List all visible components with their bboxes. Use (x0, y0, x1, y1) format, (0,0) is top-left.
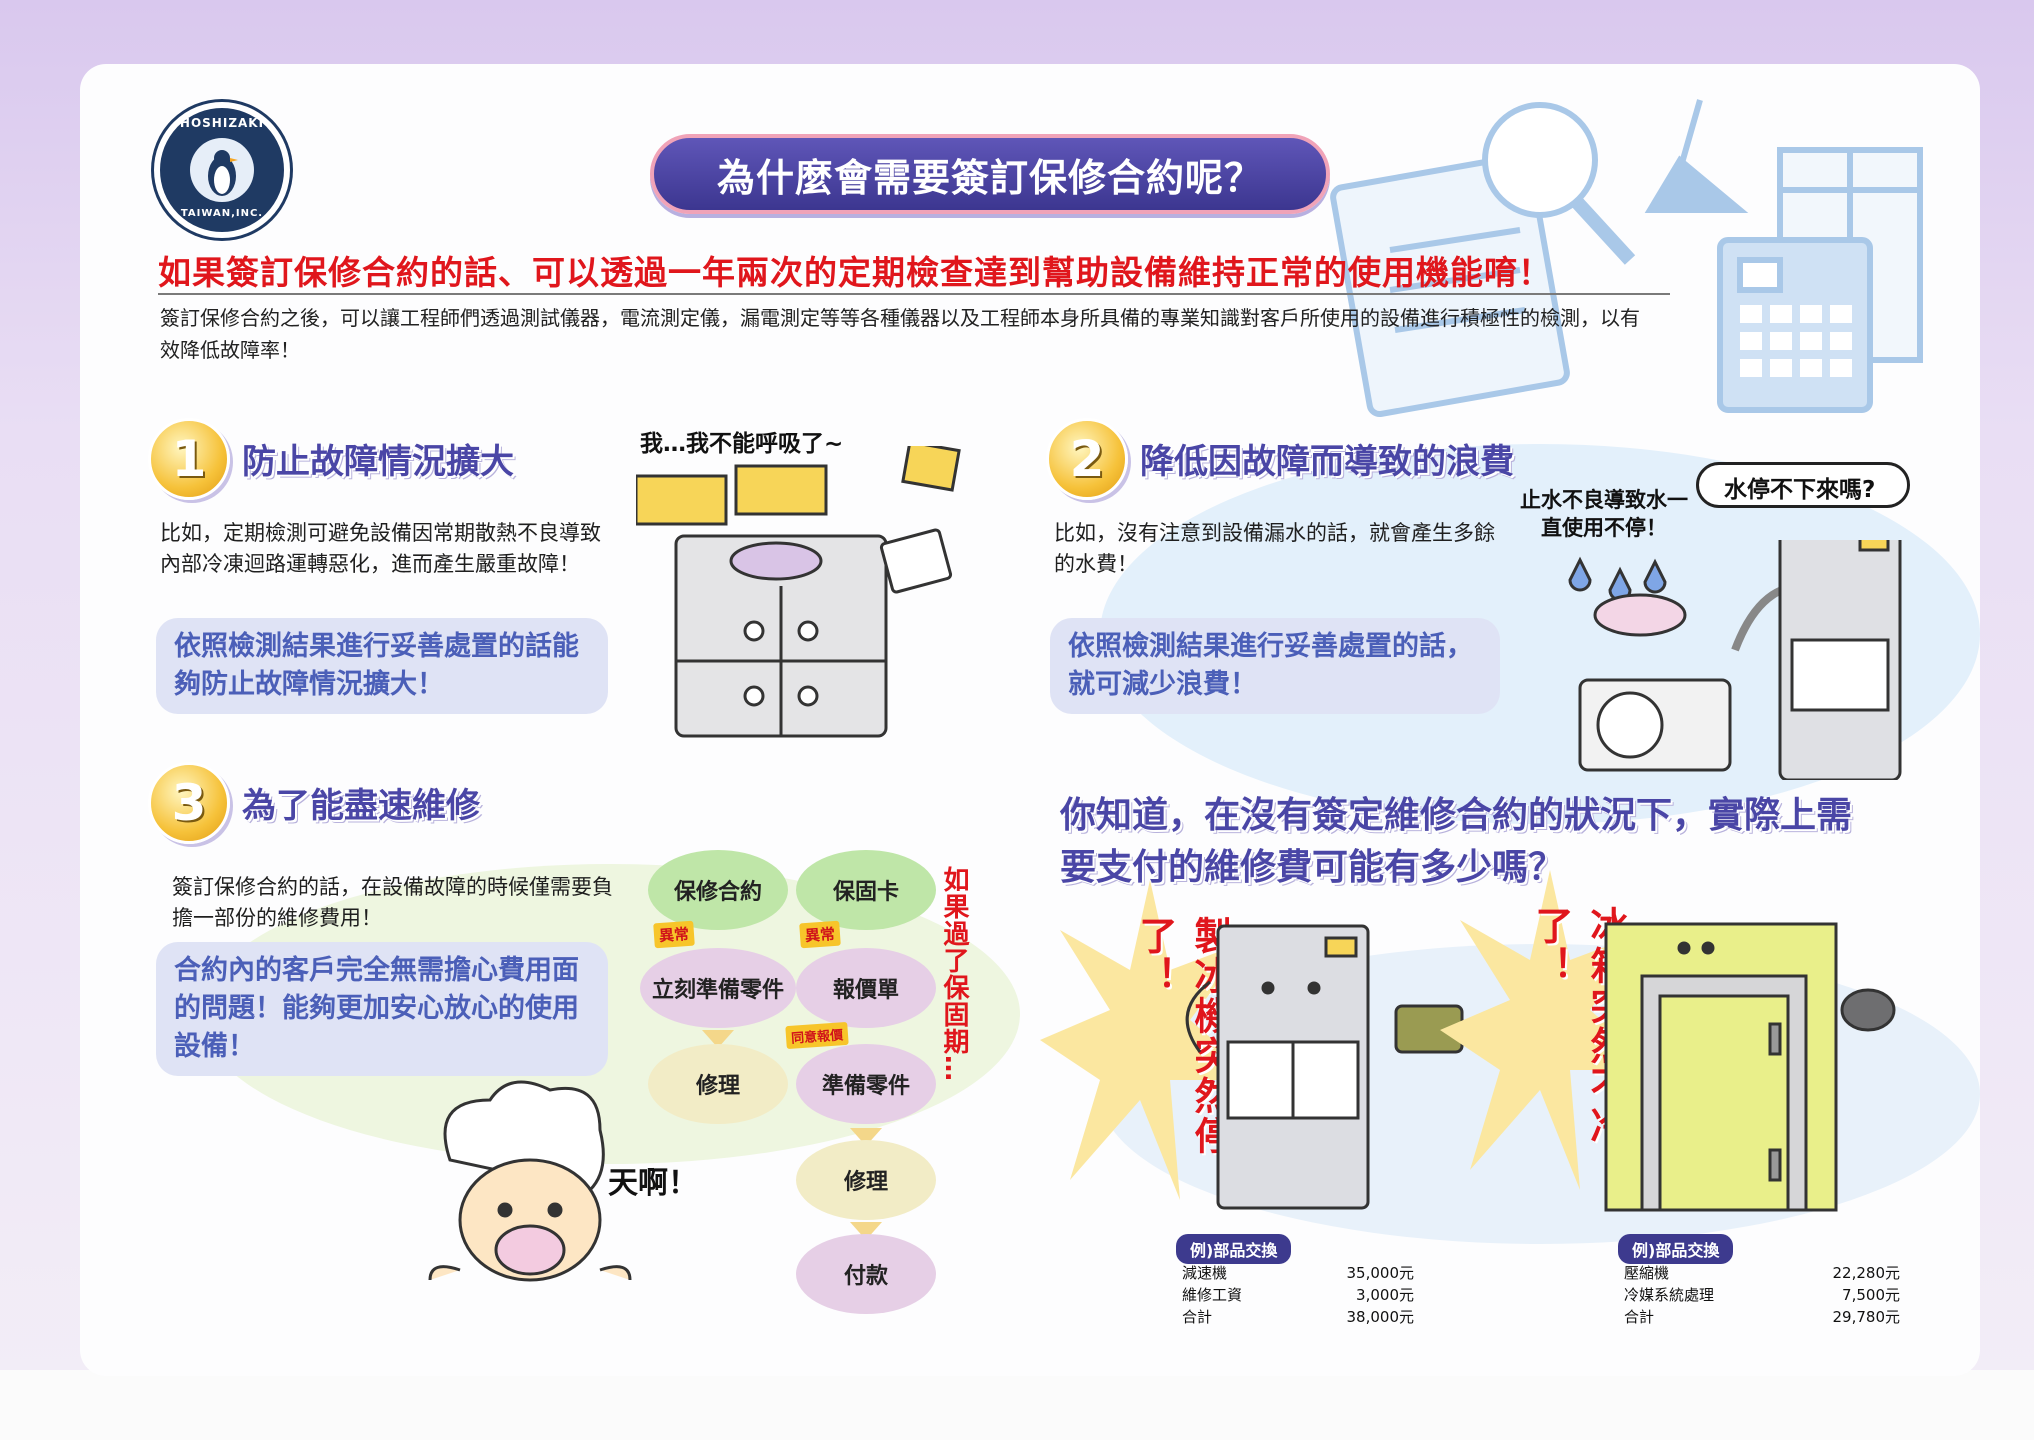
cost-row: 壓縮機 22,280元 (1624, 1262, 1900, 1284)
page-title: 為什麼會需要簽訂保修合約呢？ (650, 134, 1330, 214)
section-2-callout: 依照檢測結果進行妥善處置的話，就可減少浪費！ (1050, 618, 1500, 714)
chef-exclaim: 天啊！ (608, 1166, 698, 1201)
logo-bottom-text: TAIWAN,INC. (180, 208, 264, 219)
scan-margin (0, 1370, 2034, 1440)
cost-value: 3,000元 (1356, 1286, 1414, 1304)
flow-right-1: 保固卡 (796, 850, 936, 930)
cost-value: 22,280元 (1832, 1264, 1901, 1282)
cost-item: 維修工資 (1182, 1286, 1243, 1304)
cost-row: 合計 38,000元 (1182, 1306, 1414, 1328)
cost-item: 合計 (1624, 1308, 1655, 1326)
penguin-icon (190, 138, 254, 202)
speech-bubble (1696, 462, 1910, 508)
cost-question: 你知道，在沒有簽定維修合約的狀況下，實際上需要支付的維修費可能有多少嗎？ (1060, 795, 1853, 888)
chef-illustration (428, 1080, 632, 1282)
tag-abnormal-right: 異常 (799, 920, 841, 949)
section-3-title: 為了能盡速維修 (242, 786, 480, 826)
cost-row: 維修工資 3,000元 (1182, 1284, 1414, 1306)
cost-item: 冷媒系統處理 (1624, 1286, 1715, 1304)
cost-row: 減速機 35,000元 (1182, 1262, 1414, 1284)
section-3-body: 簽訂保修合約的話，在設備故障的時候僅需要負擔一部份的維修費用！ (172, 875, 613, 930)
section-1-title: 防止故障情況擴大 (242, 442, 514, 482)
section-3-number: 3 (148, 762, 230, 844)
freezer-illustration (636, 446, 961, 738)
section-1-speech: 我…我不能呼吸了~ (640, 431, 844, 457)
tag-abnormal-left: 異常 (653, 920, 695, 949)
section-2-number: 2 (1046, 418, 1128, 500)
flow-right-4: 修理 (796, 1140, 936, 1220)
cost-item: 壓縮機 (1624, 1264, 1670, 1282)
intro-text: 簽訂保修合約之後，可以讓工程師們透過測試儀器，電流測定儀，漏電測定等等各種儀器以… (160, 306, 1640, 362)
cost-value: 29,780元 (1832, 1308, 1901, 1326)
example-1-label: 例)部品交換 (1176, 1234, 1292, 1264)
example-2-cost-table: 壓縮機 22,280元 冷媒系統處理 7,500元 合計 29,780元 (1624, 1262, 1900, 1328)
headline: 如果簽訂保修合約的話、可以透過一年兩次的定期檢查達到幫助設備維持正常的使用機能唷… (158, 253, 1552, 292)
cost-item: 減速機 (1182, 1264, 1228, 1282)
flow-right-2: 報價單 (796, 948, 936, 1028)
tag-quote-approved: 同意報價 (785, 1021, 849, 1050)
cost-item: 合計 (1182, 1308, 1213, 1326)
ice-machine-illustration (1185, 924, 1464, 1210)
headline-divider (158, 293, 1670, 295)
cost-row: 冷媒系統處理 7,500元 (1624, 1284, 1900, 1306)
warranty-expired-note: 如果過了保固期… (939, 866, 969, 1082)
section-2-body: 比如，沒有注意到設備漏水的話，就會產生多餘的水費！ (1054, 521, 1495, 576)
flow-right-3: 準備零件 (796, 1044, 936, 1124)
cost-value: 38,000元 (1346, 1308, 1415, 1326)
cost-value: 35,000元 (1346, 1264, 1415, 1282)
section-2-title: 降低因故障而導致的浪費 (1140, 442, 1514, 482)
section-2-note: 止水不良導致水一直使用不停！ (1520, 488, 1688, 540)
flow-right-5: 付款 (796, 1234, 936, 1314)
flow-left-1: 保修合約 (648, 850, 788, 930)
section-1-body: 比如，定期檢測可避免設備因常期散熱不良導致內部冷凍迴路運轉惡化，進而產生嚴重故障… (160, 521, 601, 576)
cost-value: 7,500元 (1842, 1286, 1900, 1304)
hoshizaki-logo: HOSHIZAKI TAIWAN,INC. (154, 102, 290, 238)
section-1-callout: 依照檢測結果進行妥善處置的話能夠防止故障情況擴大！ (156, 618, 608, 714)
example-1-cost-table: 減速機 35,000元 維修工資 3,000元 合計 38,000元 (1182, 1262, 1414, 1328)
logo-top-text: HOSHIZAKI (179, 116, 265, 130)
flow-left-2: 立刻準備零件 (640, 948, 796, 1028)
ice-machine-leak-illustration (1568, 540, 1902, 780)
section-2-speech: 水停不下來嗎? (1724, 477, 1876, 503)
flow-left-3: 修理 (648, 1044, 788, 1124)
example-2-label: 例)部品交換 (1618, 1234, 1734, 1264)
burst-icon (1040, 880, 1260, 1200)
flow-arrow (702, 1030, 734, 1048)
section-3-callout: 合約內的客戶完全無需擔心費用面的問題！能夠更加安心放心的使用設備！ (156, 942, 608, 1076)
walk-in-fridge-illustration (1604, 922, 1896, 1212)
cost-row: 合計 29,780元 (1624, 1306, 1900, 1328)
section-1-number: 1 (148, 418, 230, 500)
office-equipment-illustration (1330, 99, 1923, 418)
